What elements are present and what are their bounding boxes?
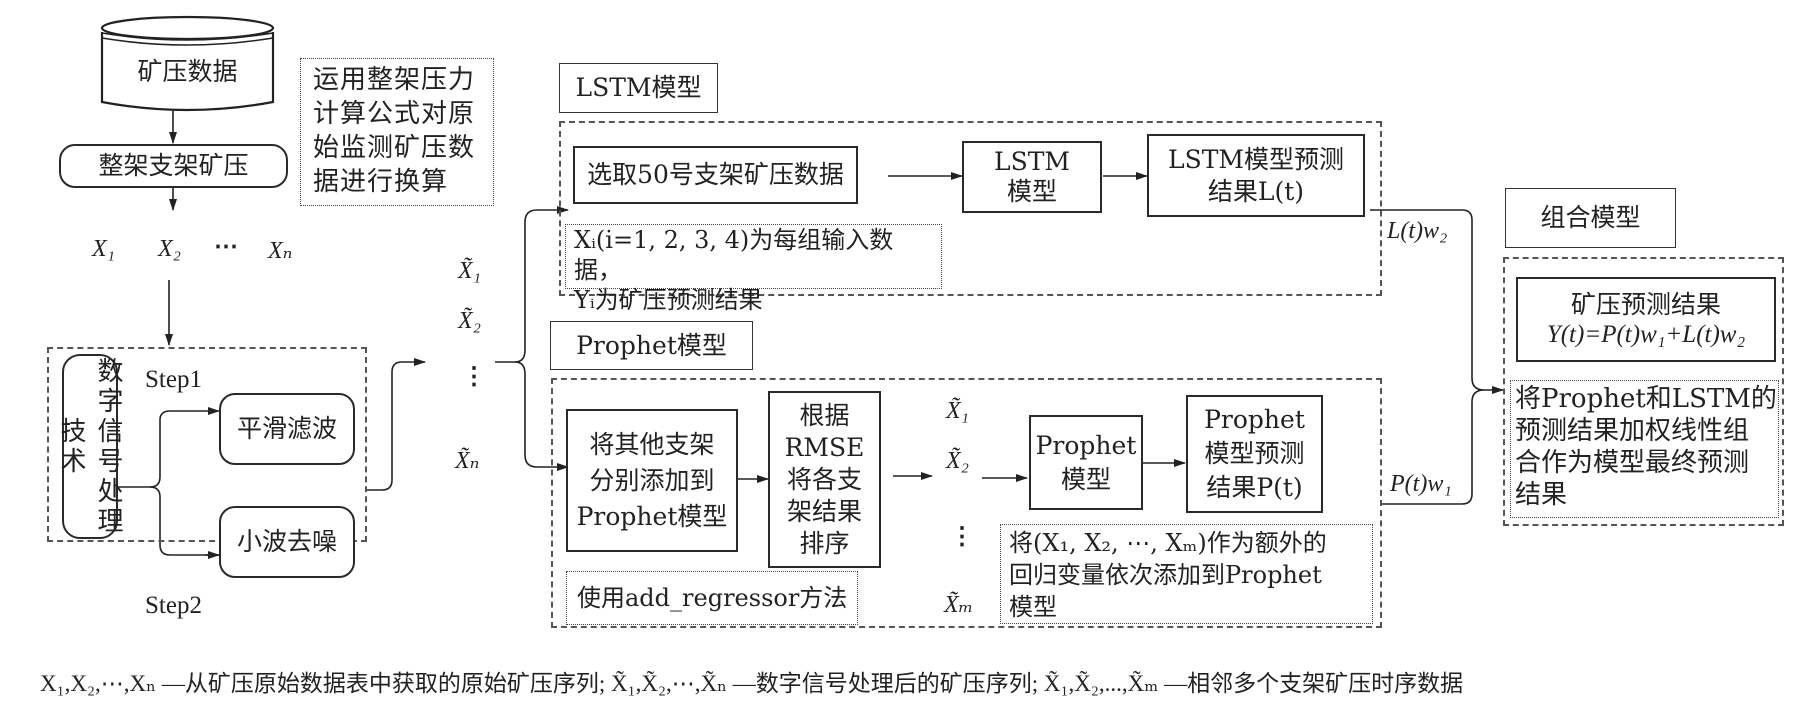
step1-label: Step1 bbox=[145, 366, 202, 393]
lstm-group bbox=[559, 121, 1382, 296]
combined-result-title: 矿压预测结果 bbox=[1570, 289, 1721, 319]
combined-group bbox=[1503, 257, 1784, 526]
add-regressor-note: 使用add_regressor方法 bbox=[566, 571, 858, 625]
raw-series-x1: X₁ bbox=[92, 236, 116, 262]
step2-label: Step2 bbox=[145, 592, 202, 619]
processed-series-vdots: ⋮ bbox=[462, 364, 486, 390]
lstm-result-box: LSTM模型预测 结果L(t) bbox=[1147, 134, 1365, 217]
lstm-input-note: Xᵢ(i=1, 2, 3, 4)为每组输入数据， Yᵢ为矿压预测结果 bbox=[565, 224, 942, 314]
conversion-note-text: 运用整架压力 计算公式对原 始监测矿压数 据进行换算 bbox=[313, 65, 476, 197]
rmse-rank-box: 根据 RMSE 将各支 架结果 排序 bbox=[768, 391, 881, 568]
dsp-technique-box: 数字信号处理技术 bbox=[56, 354, 123, 539]
ranked-series-x1: X̃₁ bbox=[946, 398, 970, 424]
regressor-note-text: 将(X₁, X₂, ⋯, Xₘ)作为额外的 回归变量依次添加到Prophet 模… bbox=[1009, 529, 1327, 621]
database-label: 矿压数据 bbox=[137, 57, 238, 86]
prophet-model-box: Prophet 模型 bbox=[1029, 415, 1143, 510]
lstm-title: LSTM模型 bbox=[559, 63, 718, 113]
lstm-weighted-output: L(t)w₂ bbox=[1387, 218, 1448, 244]
combined-note-text: 将Prophet和LSTM的 预测结果加权线性组 合作为模型最终预测 结果 bbox=[1515, 384, 1777, 510]
combined-note: 将Prophet和LSTM的 预测结果加权线性组 合作为模型最终预测 结果 bbox=[1510, 380, 1779, 518]
prophet-weighted-output: P(t)w₁ bbox=[1390, 471, 1452, 497]
processed-series-x2: X̃₂ bbox=[458, 308, 482, 334]
ranked-series-xm: X̃ₘ bbox=[944, 592, 974, 618]
prophet-result-box: Prophet 模型预测 结果P(t) bbox=[1186, 395, 1323, 513]
processed-series-xn: X̃ₙ bbox=[455, 448, 480, 474]
smoothing-filter-box: 平滑滤波 bbox=[219, 393, 355, 465]
conversion-note: 运用整架压力 计算公式对原 始监测矿压数 据进行换算 bbox=[300, 58, 494, 206]
lstm-note-line2: Yᵢ为矿压预测结果 bbox=[574, 286, 763, 314]
ranked-series-x2: X̃₂ bbox=[946, 448, 970, 474]
lstm-result-label: LSTM模型预测 结果L(t) bbox=[1167, 144, 1344, 206]
combined-title: 组合模型 bbox=[1505, 188, 1676, 248]
combined-formula: Y(t)=P(t)w₁+L(t)w₂ bbox=[1546, 320, 1746, 348]
dsp-technique-label: 数字信号处理技术 bbox=[56, 356, 123, 537]
database-cylinder: 矿压数据 bbox=[100, 14, 275, 114]
lstm-model-box: LSTM 模型 bbox=[962, 141, 1102, 213]
select-support-data-box: 选取50号支架矿压数据 bbox=[573, 146, 858, 204]
regressor-note: 将(X₁, X₂, ⋯, Xₘ)作为额外的 回归变量依次添加到Prophet 模… bbox=[1000, 524, 1373, 624]
processed-series-x1: X̃₁ bbox=[458, 258, 482, 284]
figure-caption: X₁,X₂,⋯,Xₙ —从矿压原始数据表中获取的原始矿压序列; X̃₁,X̃₂,… bbox=[40, 671, 1464, 696]
ranked-series-vdots: ⋮ bbox=[950, 524, 974, 550]
add-regressor-note-text: 使用add_regressor方法 bbox=[577, 584, 848, 612]
combined-result-box: 矿压预测结果 Y(t)=P(t)w₁+L(t)w₂ bbox=[1516, 277, 1776, 362]
add-supports-box: 将其他支架 分别添加到 Prophet模型 bbox=[566, 409, 738, 552]
dsp-group bbox=[47, 347, 367, 542]
prophet-title: Prophet模型 bbox=[550, 321, 753, 370]
raw-series-x2: X₂ bbox=[158, 236, 182, 262]
lstm-note-line1: Xᵢ(i=1, 2, 3, 4)为每组输入数据， bbox=[574, 226, 894, 284]
database-icon bbox=[100, 15, 275, 112]
raw-series-xn: Xₙ bbox=[268, 238, 293, 264]
prophet-group bbox=[551, 378, 1382, 628]
arrow-dsp-to-processed bbox=[367, 358, 426, 491]
support-pressure-box: 整架支架矿压 bbox=[59, 144, 288, 188]
wavelet-denoise-box: 小波去噪 bbox=[219, 506, 355, 578]
raw-series-ellipsis: ⋯ bbox=[214, 234, 238, 260]
